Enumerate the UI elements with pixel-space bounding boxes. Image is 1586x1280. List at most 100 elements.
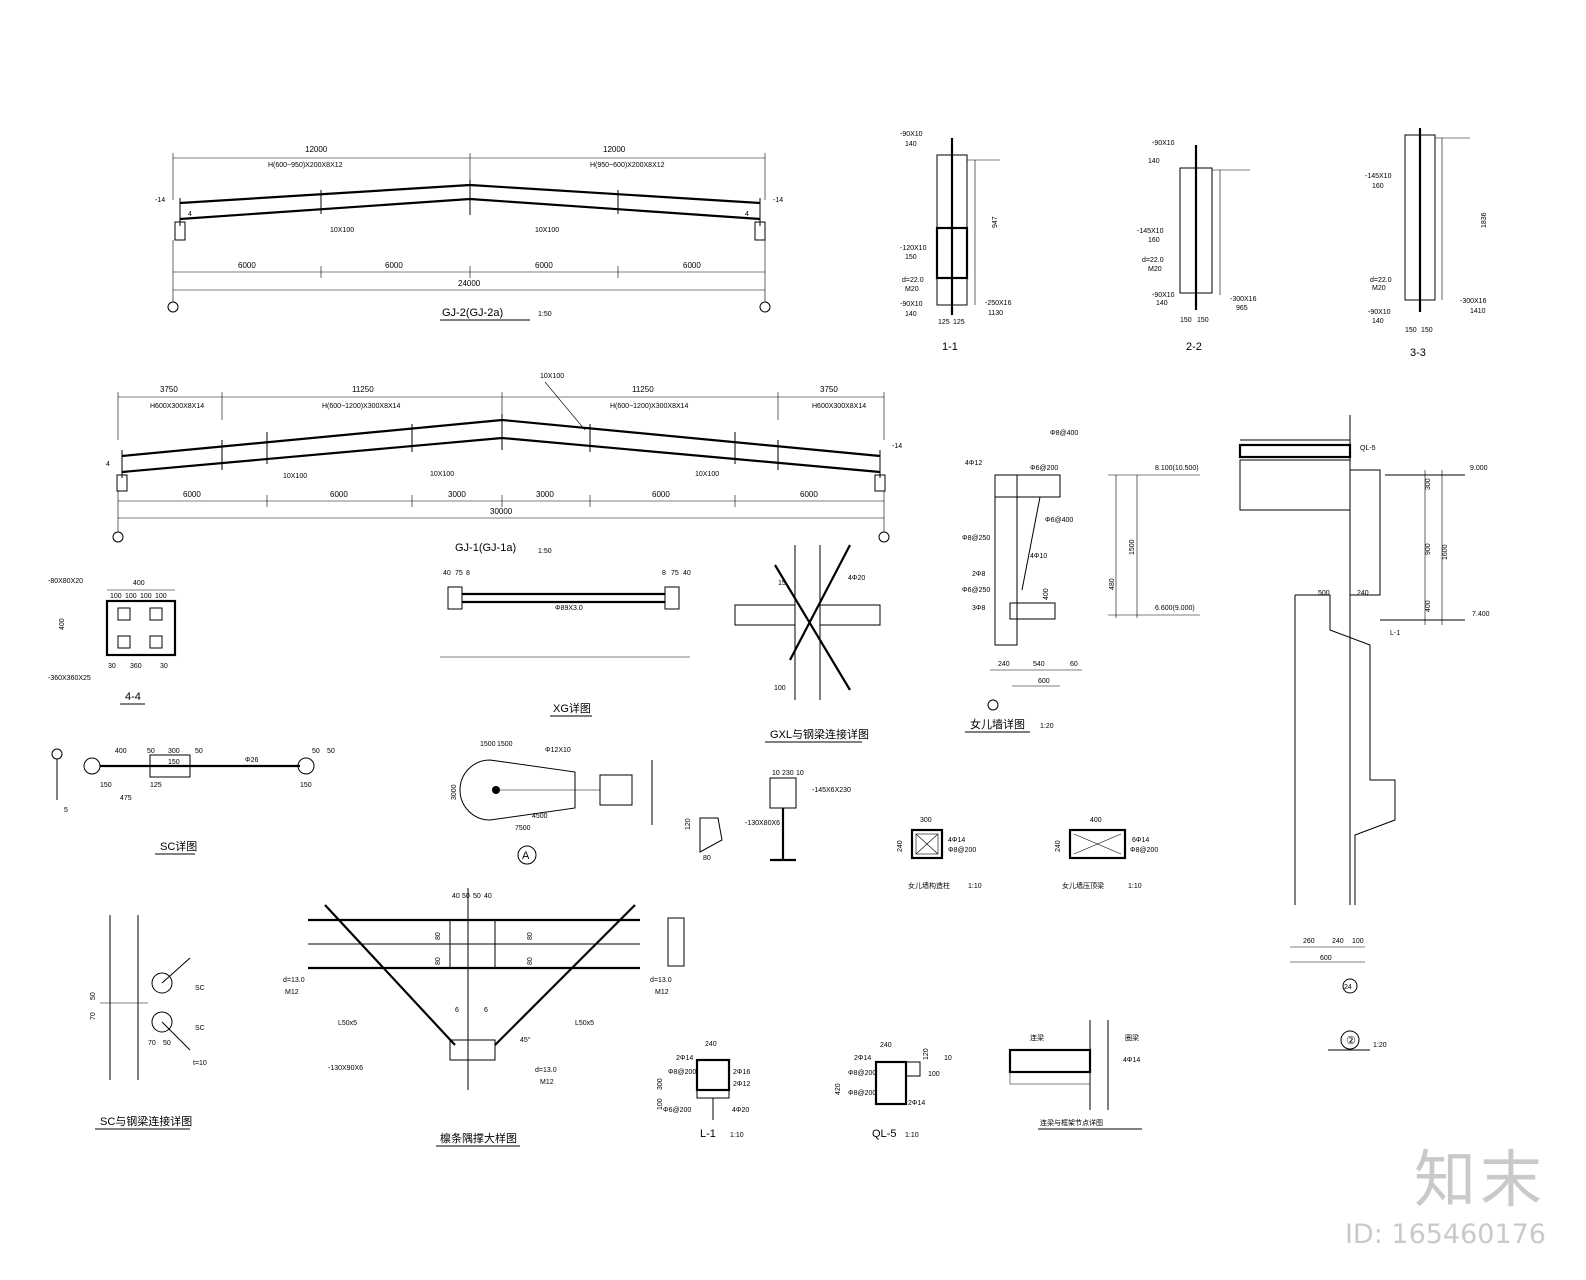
sc-dim-7: 150 xyxy=(100,782,112,789)
xg-dim-5: 75 xyxy=(671,570,679,577)
xg-dim-4: 8 xyxy=(662,570,666,577)
s33-label-6: 140 xyxy=(1372,318,1384,325)
sc-dim-11: 50 xyxy=(327,748,335,755)
wall-dim-1: 260 xyxy=(1303,938,1315,945)
svg-text:-14: -14 xyxy=(773,197,783,204)
bp-dim-9: 400 xyxy=(59,618,66,630)
s11-label-10: 1130 xyxy=(988,310,1003,317)
ql-section-column: 300 240 4Φ14 Φ8@200 女儿墙构造柱 1:10 xyxy=(897,817,982,890)
ql-section-coping: 400 240 6Φ14 Φ8@200 女儿墙压顶梁 1:10 xyxy=(1055,817,1158,890)
parapet-dim-3: 60 xyxy=(1070,661,1078,668)
beam-joint: 连梁 圈梁 4Φ14 连梁与框架节点详图 xyxy=(1008,1020,1142,1130)
s11-label-6: M20 xyxy=(905,286,919,293)
pur-dim-5: 80 xyxy=(435,932,442,940)
pur-dim-7: 80 xyxy=(527,932,534,940)
sc-dim-6: 125 xyxy=(150,782,162,789)
s22-label-12: 150 xyxy=(1197,317,1209,324)
qlp-rebar-1: 6Φ14 xyxy=(1132,837,1149,844)
s33-label-3: d=22.0 xyxy=(1370,277,1392,284)
wall-dim-6: 240 xyxy=(1357,590,1369,597)
wall-axis: 24 xyxy=(1344,984,1352,991)
ql5-dim-2: 420 xyxy=(835,1083,842,1095)
l1-dim-1: 240 xyxy=(705,1041,717,1048)
bp-dim-7: 360 xyxy=(130,663,142,670)
sc-dim-3: 300 xyxy=(168,748,180,755)
scb-title: SC与钢梁连接详图 xyxy=(100,1114,192,1128)
svg-text:-14: -14 xyxy=(892,443,902,450)
detail-a: 1500 1500 3000 4500 7500 Φ12X10 A xyxy=(451,741,653,865)
gj1-section-1: H600X300X8X14 xyxy=(150,403,204,410)
gj1-dim-top-4: 3750 xyxy=(820,385,838,394)
wall-elev-2: 7.400 xyxy=(1472,611,1490,618)
a-dim-2: 1500 xyxy=(497,741,513,748)
ql5-dim-3: 120 xyxy=(923,1048,930,1060)
gj2-section-left: H(600~950)X200X8X12 xyxy=(268,162,343,169)
pur-title: 檩条隅撑大样图 xyxy=(440,1131,517,1145)
s11-label-9: -250X16 xyxy=(985,300,1012,307)
pur-label-9: M12 xyxy=(540,1079,554,1086)
sm-label-2: -130X80X6 xyxy=(745,820,780,827)
wall-dim-3: 100 xyxy=(1352,938,1364,945)
pur-dim-2: 50 xyxy=(462,893,470,900)
parapet-rebar-3: Φ6@200 xyxy=(1030,465,1058,472)
sc-mark: 5 xyxy=(64,807,68,814)
qlc-dim-1: 300 xyxy=(920,817,932,824)
bp-title: 4-4 xyxy=(125,691,141,703)
s33-label-2: 160 xyxy=(1372,183,1384,190)
ql5-title: QL-5 xyxy=(872,1128,896,1140)
wall-dim-7: 300 xyxy=(1425,478,1432,490)
s22-label-2: 140 xyxy=(1148,158,1160,165)
parapet-elev-5: 400 xyxy=(1043,588,1050,600)
sc-title: SC详图 xyxy=(160,839,197,853)
pur-label-6: L50x5 xyxy=(575,1020,594,1027)
l1-dim-2: 300 xyxy=(657,1078,664,1090)
bj-title: 连梁与框架节点详图 xyxy=(1040,1118,1103,1127)
gj1-section-3: H(600~1200)X300X8X14 xyxy=(610,403,689,410)
gj1-section-4: H600X300X8X14 xyxy=(812,403,866,410)
s11-label-12: 125 xyxy=(953,319,965,326)
sc-dim-10: 50 xyxy=(312,748,320,755)
s22-label-5: d=22.0 xyxy=(1142,257,1164,264)
section-1-1: -90X10 140 -120X10 150 d=22.0 M20 -90X10… xyxy=(900,131,1012,353)
parapet-rebar-2: 4Φ12 xyxy=(965,460,982,467)
l1-rebar-6: 4Φ20 xyxy=(732,1107,749,1114)
svg-text:100: 100 xyxy=(774,685,786,692)
section-2-2: -90X10 140 -145X10 160 d=22.0 M20 -90X10… xyxy=(1137,140,1257,353)
bp-dim-4: 100 xyxy=(140,593,152,600)
sm-dim-1: 10 xyxy=(772,770,780,777)
frame-gj1: 3750 11250 11250 3750 H600X300X8X14 H(60… xyxy=(106,373,902,555)
parapet-scale: 1:20 xyxy=(1040,723,1054,730)
wall-dim-5: 500 xyxy=(1318,590,1330,597)
parapet-rebar-8: Φ6@250 xyxy=(962,587,990,594)
qlc-title: 女儿墙构造柱 xyxy=(908,881,950,890)
bp-dim-1: 400 xyxy=(133,580,145,587)
a-dim-5: 7500 xyxy=(515,825,531,832)
s11-label-7: -90X10 xyxy=(900,301,923,308)
parapet-detail: 8.100(10.500) 6.600(9.000) 1500 480 400 … xyxy=(962,430,1200,733)
s11-title: 1-1 xyxy=(942,341,958,353)
s33-title: 3-3 xyxy=(1410,347,1426,359)
pur-angle: 45° xyxy=(520,1036,531,1044)
base-plate-4-4: 400 100 100 100 100 30 360 30 400 -80X80… xyxy=(48,578,177,705)
qlc-rebar-1: 4Φ14 xyxy=(948,837,965,844)
gj2-title: GJ-2(GJ-2a) xyxy=(442,307,503,319)
gj1-top-brace-note: 10X100 xyxy=(540,373,564,380)
l1-scale: 1:10 xyxy=(730,1132,744,1139)
frame-gj2: 12000 12000 H(600~950)X200X8X12 H(950~60… xyxy=(155,145,783,321)
parapet-rebar-7: 2Φ8 xyxy=(972,571,985,578)
s33-label-5: -90X10 xyxy=(1368,309,1391,316)
gj1-dim-b-6: 6000 xyxy=(800,490,818,499)
s33-label-7: -300X16 xyxy=(1460,298,1487,305)
l1-rebar-5: Φ6@200 xyxy=(663,1107,691,1114)
s11-label-13: 947 xyxy=(992,216,999,228)
s33-label-8: 1410 xyxy=(1470,308,1486,315)
parapet-dim-2: 540 xyxy=(1033,661,1045,668)
sc-detail: 400 50 300 50 150 125 150 475 150 50 50 … xyxy=(51,748,335,855)
sc-beam-connection: SC SC t=10 50 70 70 50 SC与钢梁连接详图 xyxy=(90,915,207,1130)
l1-rebar-1: 2Φ14 xyxy=(676,1055,693,1062)
l1-rebar-3: 2Φ16 xyxy=(733,1069,750,1076)
s33-label-11: 1836 xyxy=(1481,212,1488,228)
gj1-scale: 1:50 xyxy=(538,548,552,555)
bp-label-2: -360X360X25 xyxy=(48,675,91,682)
